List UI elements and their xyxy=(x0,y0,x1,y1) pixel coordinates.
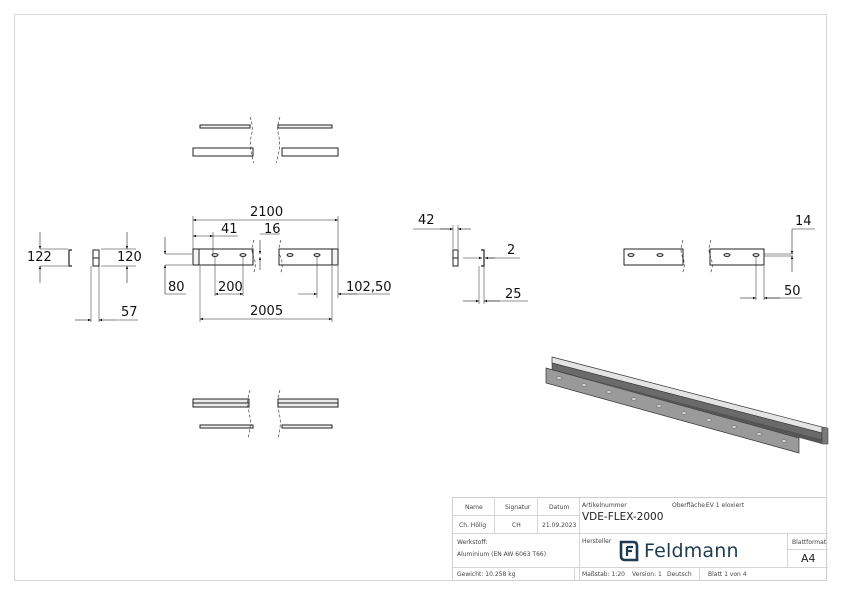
dim-57: 57 xyxy=(121,305,138,320)
end-view-left xyxy=(38,232,138,322)
dim-200: 200 xyxy=(218,280,243,295)
header-signature-cell: Signatur xyxy=(495,498,538,516)
material-cell: Werkstoff: Aluminium (EN AW 6063 T66) xyxy=(453,534,580,568)
manufacturer-cell: Hersteller Feldmann xyxy=(580,534,788,568)
meta-cell: Maßstab: 1:20 Version: 1 Deutsch Blatt 1… xyxy=(580,568,828,581)
dim-50: 50 xyxy=(784,284,801,299)
material-value: Aluminium (EN AW 6063 T66) xyxy=(457,551,547,558)
dim-2005: 2005 xyxy=(250,304,284,319)
language-value: Deutsch xyxy=(667,571,692,578)
sheet-format-label-cell: Blattformat xyxy=(788,534,828,550)
version-value: Version: 1 xyxy=(632,571,662,578)
dim-80: 80 xyxy=(168,280,185,295)
sheet-format-value-cell: A4 xyxy=(788,550,828,568)
article-cell: Artikelnummer VDE-FLEX-2000 Oberfläche: … xyxy=(580,498,828,534)
brand-name: Feldmann xyxy=(644,540,739,562)
date-value: 21.09.2023 xyxy=(542,522,577,529)
header-date: Datum xyxy=(549,504,570,511)
article-number-label: Artikelnummer xyxy=(582,502,627,509)
feldmann-logo: Feldmann xyxy=(618,539,739,563)
sheet-format-value: A4 xyxy=(801,552,816,565)
drawing-frame xyxy=(14,14,827,581)
side-view xyxy=(623,228,815,300)
bottom-view xyxy=(192,389,339,439)
dim-2100: 2100 xyxy=(250,205,284,220)
weight-cell: Gewicht: 10.258 kg xyxy=(453,568,580,581)
header-date-cell: Datum xyxy=(538,498,580,516)
dim-122: 122 xyxy=(27,250,52,265)
dim-41: 41 xyxy=(221,222,238,237)
header-name-cell: Name xyxy=(453,498,495,516)
sheet-format-label: Blattformat xyxy=(792,539,827,546)
sheet-number: Blatt 1 von 4 xyxy=(708,571,747,578)
material-label: Werkstoff: xyxy=(457,539,488,546)
article-number: VDE-FLEX-2000 xyxy=(582,511,664,523)
dim-2: 2 xyxy=(507,243,516,258)
top-view xyxy=(192,116,339,164)
dim-25: 25 xyxy=(505,287,522,302)
end-view-right xyxy=(413,225,528,304)
date-cell: 21.09.2023 xyxy=(538,516,580,534)
feldmann-logo-icon xyxy=(619,540,639,562)
title-block: Name Signatur Datum Ch. Hölig CH 21.09.2… xyxy=(452,497,828,581)
dim-42: 42 xyxy=(418,213,435,228)
divider xyxy=(574,568,575,581)
dim-16: 16 xyxy=(264,222,281,237)
isometric-view xyxy=(545,356,829,454)
header-name: Name xyxy=(465,504,483,511)
surface-label: Oberfläche: xyxy=(672,502,707,509)
name-value: Ch. Hölig xyxy=(459,522,487,529)
manufacturer-label: Hersteller xyxy=(582,538,612,545)
weight-value: Gewicht: 10.258 kg xyxy=(457,571,516,578)
dim-120: 120 xyxy=(117,250,142,265)
header-signature: Signatur xyxy=(505,504,531,511)
front-view xyxy=(163,216,390,322)
dim-102-50: 102,50 xyxy=(346,280,392,295)
divider xyxy=(699,568,700,581)
name-cell: Ch. Hölig xyxy=(453,516,495,534)
signature-cell: CH xyxy=(495,516,538,534)
scale-value: Maßstab: 1:20 xyxy=(582,571,625,578)
dim-14: 14 xyxy=(795,214,812,229)
signature-value: CH xyxy=(512,522,521,529)
surface-value: EV 1 eloxiert xyxy=(706,502,745,509)
